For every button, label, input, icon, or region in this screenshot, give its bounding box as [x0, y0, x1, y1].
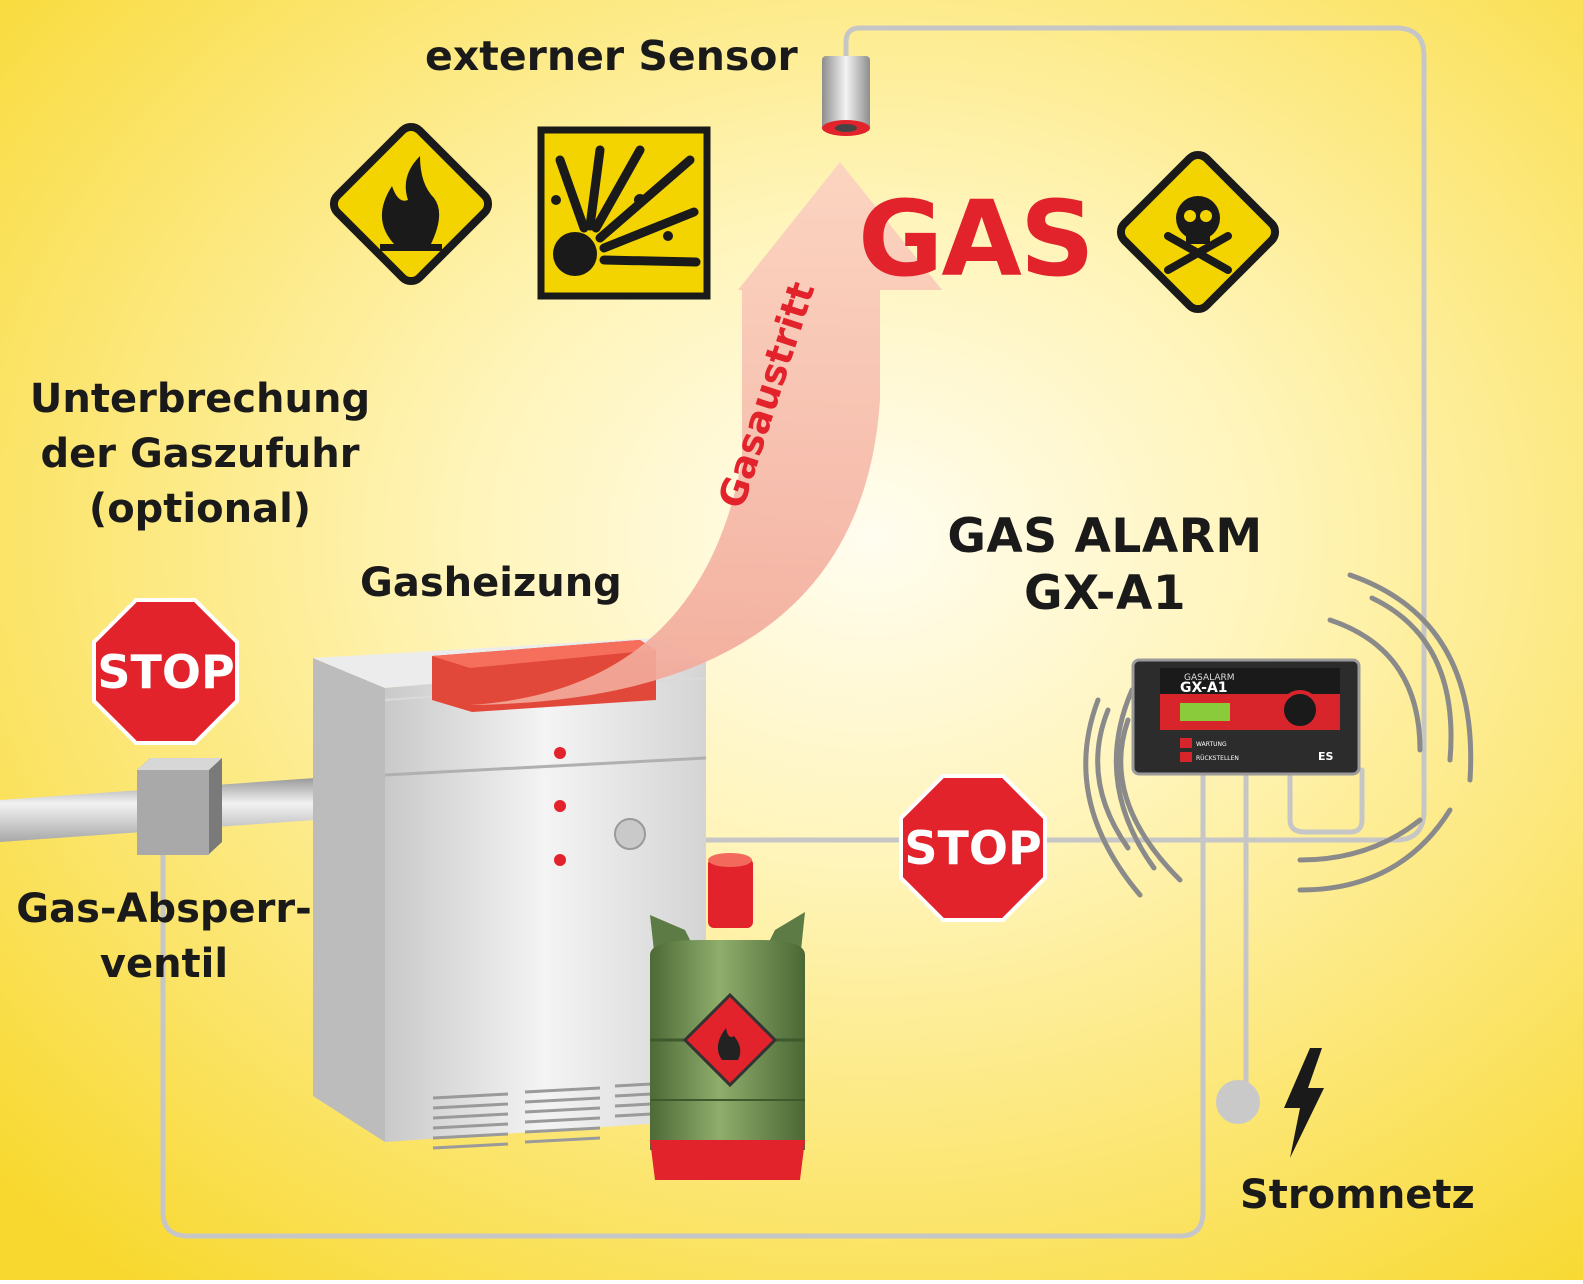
valve-line-2: ventil: [99, 941, 229, 987]
device-maker: ES: [1318, 750, 1334, 763]
loop-wire: [1287, 767, 1365, 835]
valve-line-1: Gas-Absperr-: [16, 886, 312, 932]
valve-wire: [160, 767, 1206, 1239]
stop-text: STOP: [97, 645, 234, 699]
external-sensor: [822, 56, 870, 136]
gas-heater: [313, 638, 707, 1150]
alarm-line-1: GAS ALARM: [947, 509, 1263, 564]
device-button-2: RÜCKSTELLEN: [1196, 755, 1239, 762]
gas-leak-arrow: [470, 162, 942, 705]
shutoff-valve-label: Gas-Absperr- ventil: [14, 882, 314, 992]
device-brand: GASALARM: [1184, 673, 1235, 683]
power-grid-label: Stromnetz: [1240, 1172, 1475, 1218]
gas-word: GAS: [858, 178, 1095, 300]
gas-heater-label: Gasheizung: [360, 560, 622, 606]
gas-interruption-label: Unterbrechung der Gaszufuhr (optional): [20, 372, 380, 537]
gas-alarm-device: [1131, 658, 1361, 776]
alarm-sound-waves: [1083, 572, 1474, 898]
interrupt-line-2: der Gaszufuhr: [40, 431, 360, 477]
stop-sign-icon: [899, 774, 1047, 922]
interrupt-line-1: Unterbrechung: [29, 376, 371, 422]
wiring: [160, 25, 1427, 1239]
sensor-wire: [703, 25, 1427, 843]
shutoff-valve: [137, 758, 222, 855]
stop-text: STOP: [904, 821, 1041, 875]
interrupt-line-3: (optional): [88, 486, 312, 532]
power-plug: [1216, 1080, 1260, 1124]
flammable-warning-icon: [329, 122, 493, 286]
lightning-icon: [1284, 1048, 1324, 1158]
stop-sign-icon: [92, 598, 239, 745]
gas-cylinder: [650, 853, 805, 1180]
alarm-line-2: GX-A1: [1023, 566, 1187, 621]
external-sensor-label: externer Sensor: [425, 32, 798, 80]
device-button-1: WARTUNG: [1196, 741, 1227, 748]
device-model: GX-A1: [1180, 680, 1228, 696]
toxic-skull-icon: [1116, 150, 1280, 314]
gas-alarm-title: GAS ALARM GX-A1: [930, 508, 1280, 622]
explosive-warning-icon: [537, 126, 711, 300]
